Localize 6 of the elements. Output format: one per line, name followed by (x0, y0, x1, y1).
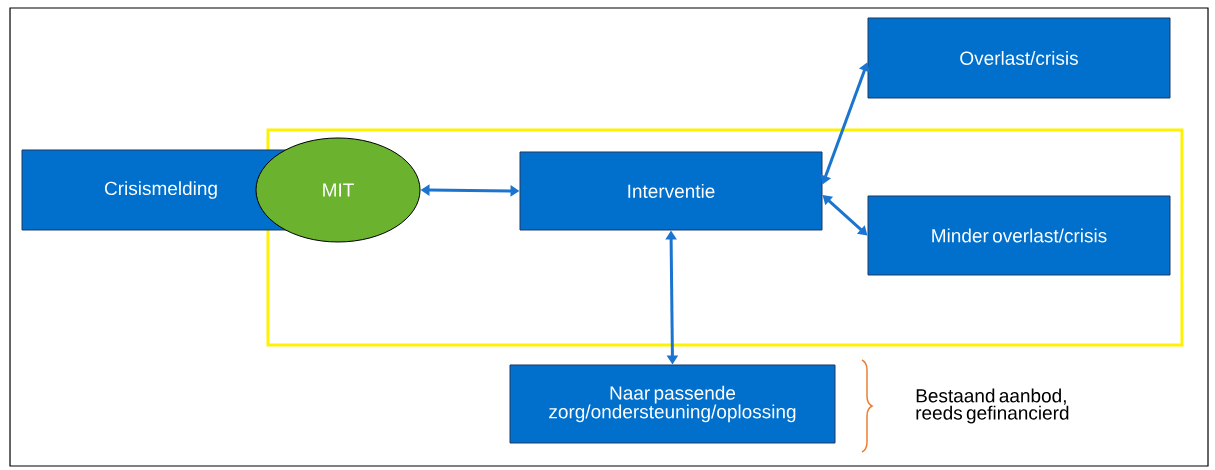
note-text: Bestaand aanbod, reeds gefinancierd (916, 388, 1069, 424)
highlight-frame (266, 128, 1184, 347)
process-box: Minder overlast/crisis (867, 195, 1171, 276)
process-box: Overlast/crisis (867, 17, 1171, 99)
process-box: Naar passende zorg/ondersteuning/oplossing (509, 364, 836, 444)
process-box: Interventie (519, 151, 823, 231)
